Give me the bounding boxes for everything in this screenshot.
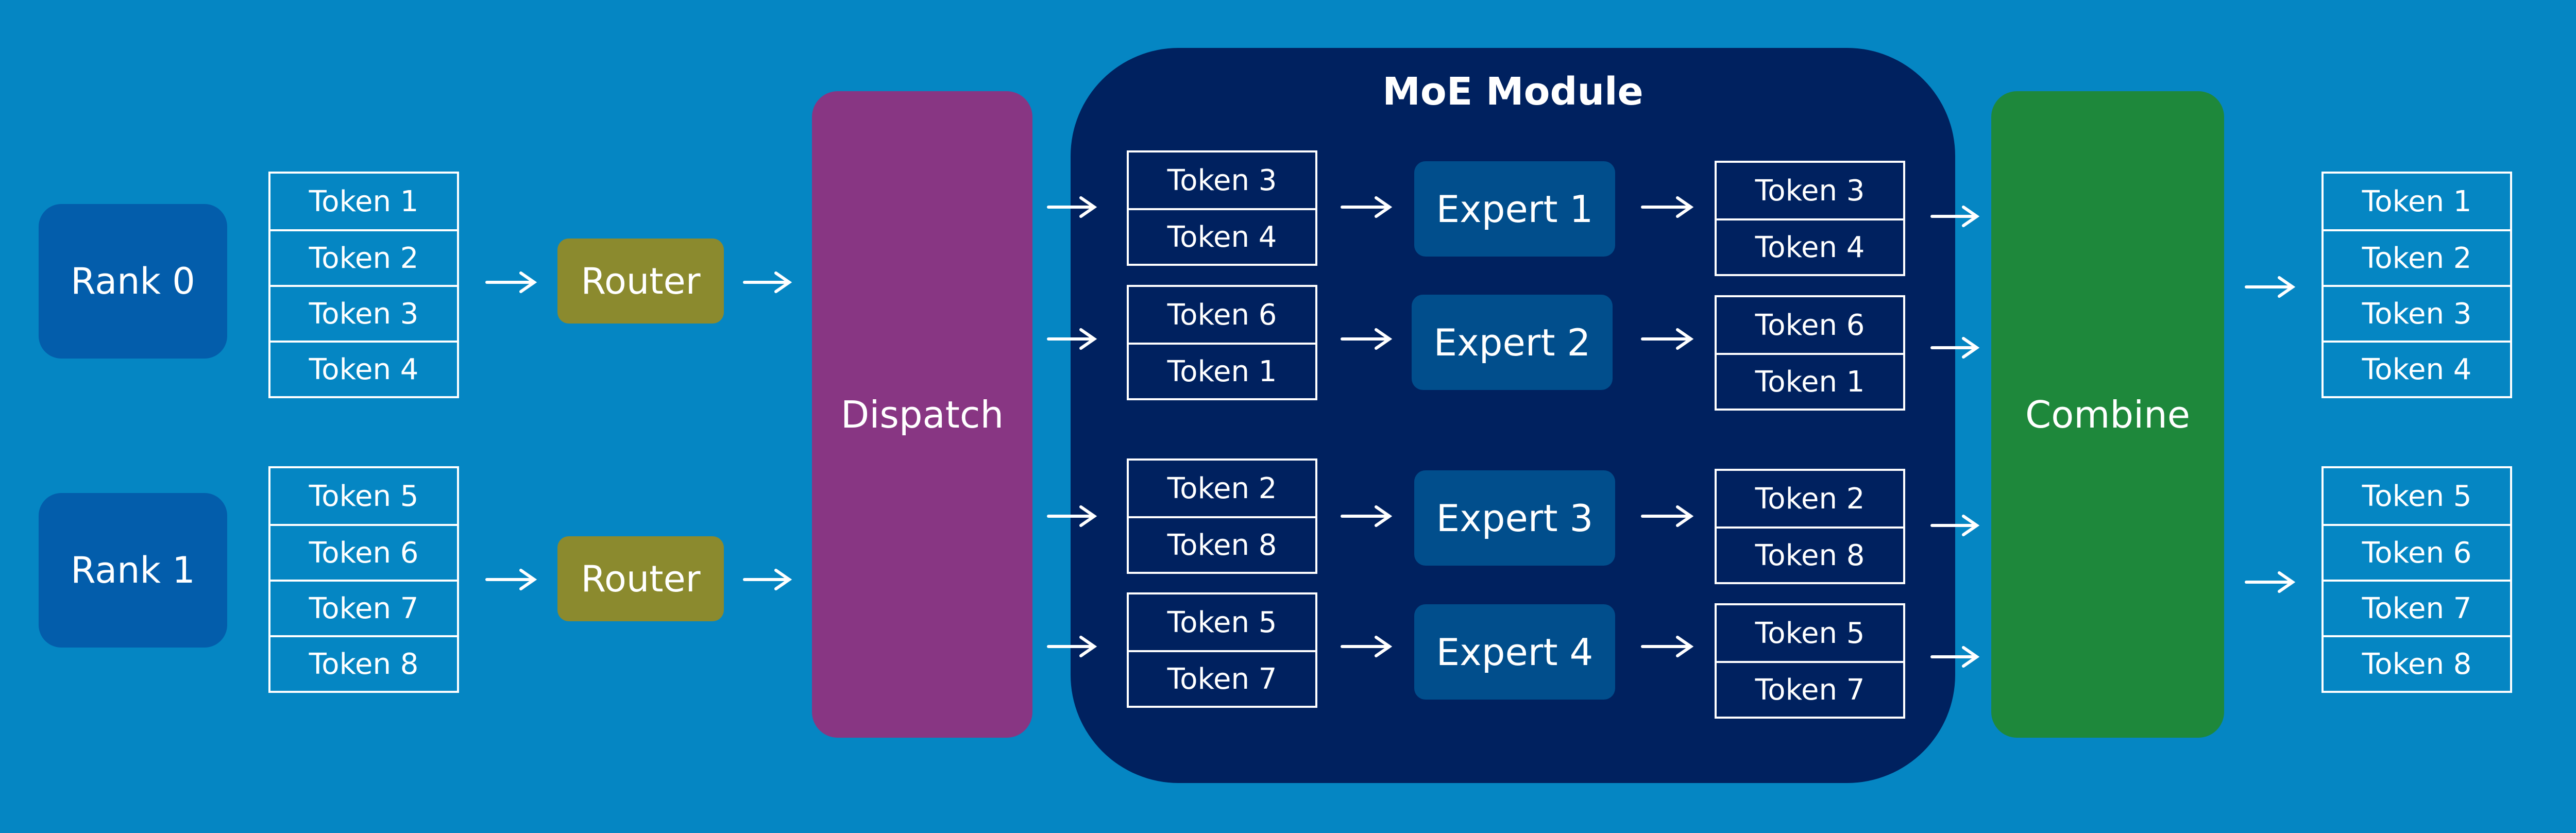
output-tokens-rank-0: Token 1 Token 2 Token 3 Token 4 — [2321, 172, 2512, 398]
arrow-icon — [1930, 337, 1980, 359]
expert-2-input-tokens: Token 6 Token 1 — [1127, 285, 1317, 400]
input-token: Token 6 — [270, 524, 457, 580]
arrow-icon — [1047, 328, 1097, 350]
expert-input-token: Token 7 — [1129, 650, 1315, 706]
arrow-icon — [1641, 196, 1694, 218]
moe-module-title: MoE Module — [1382, 70, 1643, 114]
arrow-icon — [1641, 328, 1694, 350]
arrow-icon — [1930, 515, 1980, 536]
expert-output-token: Token 5 — [1755, 616, 1865, 650]
expert-input-token: Token 3 — [1167, 163, 1277, 197]
input-token: Token 1 — [309, 184, 419, 218]
arrow-icon — [1047, 196, 1097, 218]
arrow-icon — [1341, 328, 1393, 350]
output-token: Token 1 — [2362, 184, 2472, 218]
expert-2-output-tokens: Token 6 Token 1 — [1715, 295, 1905, 411]
expert-input-token: Token 8 — [1129, 516, 1315, 572]
arrow-icon — [1641, 505, 1694, 527]
output-tokens-rank-1: Token 5 Token 6 Token 7 Token 8 — [2321, 466, 2512, 693]
input-token: Token 2 — [270, 229, 457, 285]
arrow-icon — [743, 569, 792, 590]
router-rank-1: Router — [557, 536, 724, 621]
expert-3-output-tokens: Token 2 Token 8 — [1715, 469, 1905, 584]
expert-input-token: Token 2 — [1167, 471, 1277, 505]
input-token: Token 7 — [270, 580, 457, 635]
output-token: Token 8 — [2324, 635, 2510, 691]
expert-4-box: Expert 4 — [1414, 604, 1615, 700]
expert-output-token: Token 7 — [1717, 661, 1903, 717]
expert-output-token: Token 3 — [1755, 174, 1865, 208]
expert-input-token: Token 5 — [1167, 605, 1277, 639]
output-token: Token 7 — [2324, 580, 2510, 635]
dispatch-block: Dispatch — [812, 91, 1032, 738]
router-rank-0: Router — [557, 239, 724, 324]
expert-1-input-tokens: Token 3 Token 4 — [1127, 150, 1317, 266]
expert-output-token: Token 6 — [1755, 308, 1865, 342]
input-token: Token 5 — [309, 479, 419, 513]
rank-0-box: Rank 0 — [39, 204, 227, 359]
arrow-icon — [485, 569, 537, 590]
input-tokens-rank-1: Token 5 Token 6 Token 7 Token 8 — [268, 466, 459, 693]
expert-3-input-tokens: Token 2 Token 8 — [1127, 458, 1317, 574]
input-token: Token 3 — [270, 285, 457, 341]
arrow-icon — [1930, 646, 1980, 668]
expert-1-output-tokens: Token 3 Token 4 — [1715, 161, 1905, 276]
output-token: Token 4 — [2324, 341, 2510, 396]
rank-1-box: Rank 1 — [39, 493, 227, 648]
arrow-icon — [2245, 276, 2296, 298]
expert-output-token: Token 1 — [1717, 353, 1903, 409]
expert-3-box: Expert 3 — [1414, 470, 1615, 566]
expert-4-output-tokens: Token 5 Token 7 — [1715, 603, 1905, 719]
expert-output-token: Token 8 — [1717, 526, 1903, 582]
arrow-icon — [1641, 636, 1694, 657]
arrow-icon — [1341, 636, 1393, 657]
expert-2-box: Expert 2 — [1412, 295, 1613, 390]
output-token: Token 5 — [2362, 479, 2472, 513]
input-token: Token 4 — [270, 341, 457, 396]
arrow-icon — [1341, 196, 1393, 218]
arrow-icon — [1341, 505, 1393, 527]
input-tokens-rank-0: Token 1 Token 2 Token 3 Token 4 — [268, 172, 459, 398]
expert-4-input-tokens: Token 5 Token 7 — [1127, 592, 1317, 708]
expert-input-token: Token 1 — [1129, 343, 1315, 398]
output-token: Token 6 — [2324, 524, 2510, 580]
arrow-icon — [1047, 636, 1097, 657]
output-token: Token 3 — [2324, 285, 2510, 341]
expert-output-token: Token 4 — [1717, 218, 1903, 274]
arrow-icon — [743, 271, 792, 293]
input-token: Token 8 — [270, 635, 457, 691]
combine-block: Combine — [1991, 91, 2224, 738]
arrow-icon — [1047, 505, 1097, 527]
arrow-icon — [485, 271, 537, 293]
expert-1-box: Expert 1 — [1414, 161, 1615, 257]
arrow-icon — [2245, 571, 2296, 593]
expert-input-token: Token 6 — [1167, 298, 1277, 332]
arrow-icon — [1930, 206, 1980, 227]
expert-input-token: Token 4 — [1129, 208, 1315, 264]
expert-output-token: Token 2 — [1755, 482, 1865, 516]
output-token: Token 2 — [2324, 229, 2510, 285]
